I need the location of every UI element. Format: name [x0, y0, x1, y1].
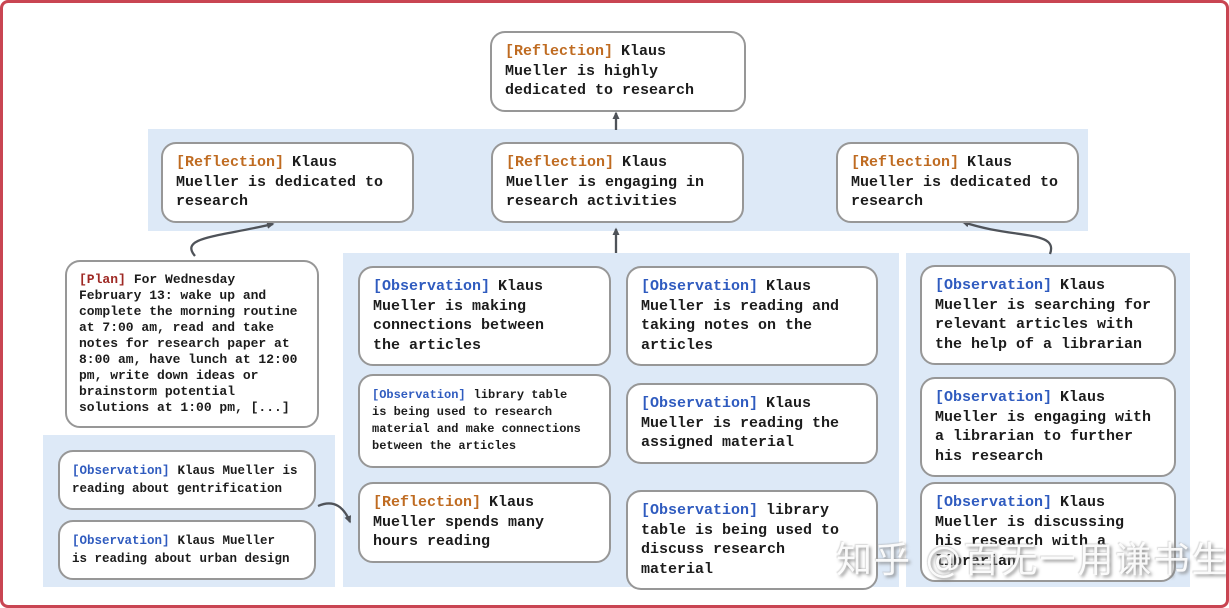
- observation-node-taking-notes: [Observation]Klaus Mueller is reading an…: [626, 266, 878, 366]
- node-text: For Wednesday February 13: wake up and c…: [79, 272, 298, 415]
- node-text: Klaus Mueller spends many hours reading: [373, 494, 545, 550]
- node-text: Klaus Mueller is dedicated to research: [176, 154, 384, 210]
- reflection-node-row2-left: [Reflection]Klaus Mueller is dedicated t…: [161, 142, 414, 223]
- node-tag: [Observation]: [935, 277, 1053, 294]
- node-text: Klaus Mueller is searching for relevant …: [935, 277, 1152, 353]
- node-tag: [Observation]: [641, 502, 759, 519]
- node-text: Klaus Mueller is reading about urban des…: [72, 534, 290, 566]
- reflection-node-hours-reading: [Reflection]Klaus Mueller spends many ho…: [358, 482, 611, 563]
- node-tag: [Reflection]: [176, 154, 285, 171]
- reflection-node-row2-center: [Reflection]Klaus Mueller is engaging in…: [491, 142, 744, 223]
- node-tag: [Observation]: [72, 534, 170, 548]
- node-tag: [Reflection]: [851, 154, 960, 171]
- observation-node-engaging-librarian: [Observation]Klaus Mueller is engaging w…: [920, 377, 1176, 477]
- node-text: Klaus Mueller is making connections betw…: [373, 278, 545, 354]
- observation-node-library-table-research: [Observation]library table is being used…: [358, 374, 611, 468]
- node-text: Klaus Mueller is discussing his research…: [935, 494, 1125, 570]
- node-text: Klaus Mueller is engaging with a librari…: [935, 389, 1152, 465]
- node-tag: [Plan]: [79, 272, 126, 287]
- node-tag: [Observation]: [935, 494, 1053, 511]
- node-tag: [Reflection]: [373, 494, 482, 511]
- node-tag: [Observation]: [935, 389, 1053, 406]
- node-text: library table is being used to research …: [372, 388, 581, 453]
- node-text: Klaus Mueller is engaging in research ac…: [506, 154, 705, 210]
- node-tag: [Reflection]: [505, 43, 614, 60]
- node-text: Klaus Mueller is reading about gentrific…: [72, 464, 298, 496]
- node-text: Klaus Mueller is dedicated to research: [851, 154, 1059, 210]
- observation-node-assigned-material: [Observation]Klaus Mueller is reading th…: [626, 383, 878, 464]
- node-tag: [Observation]: [372, 388, 466, 402]
- node-tag: [Observation]: [72, 464, 170, 478]
- node-tag: [Observation]: [641, 278, 759, 295]
- node-text: library table is being used to discuss r…: [641, 502, 840, 578]
- observation-node-library-table-discuss: [Observation]library table is being used…: [626, 490, 878, 590]
- node-tag: [Observation]: [373, 278, 491, 295]
- watermark-text: 知乎 @百无一用谦书生: [836, 540, 1229, 581]
- reflection-node-top: [Reflection]Klaus Mueller is highly dedi…: [490, 31, 746, 112]
- observation-node-making-connections: [Observation]Klaus Mueller is making con…: [358, 266, 611, 366]
- node-text: Klaus Mueller is reading the assigned ma…: [641, 395, 840, 451]
- observation-node-searching-articles: [Observation]Klaus Mueller is searching …: [920, 265, 1176, 365]
- node-text: Klaus Mueller is reading and taking note…: [641, 278, 840, 354]
- plan-node: [Plan]For Wednesday February 13: wake up…: [65, 260, 319, 428]
- node-tag: [Reflection]: [506, 154, 615, 171]
- node-tag: [Observation]: [641, 395, 759, 412]
- node-text: Klaus Mueller is highly dedicated to res…: [505, 43, 695, 99]
- observation-node-discussing-research: [Observation]Klaus Mueller is discussing…: [920, 482, 1176, 582]
- observation-node-urban-design: [Observation]Klaus Mueller is reading ab…: [58, 520, 316, 580]
- observation-node-gentrification: [Observation]Klaus Mueller is reading ab…: [58, 450, 316, 510]
- reflection-node-row2-right: [Reflection]Klaus Mueller is dedicated t…: [836, 142, 1079, 223]
